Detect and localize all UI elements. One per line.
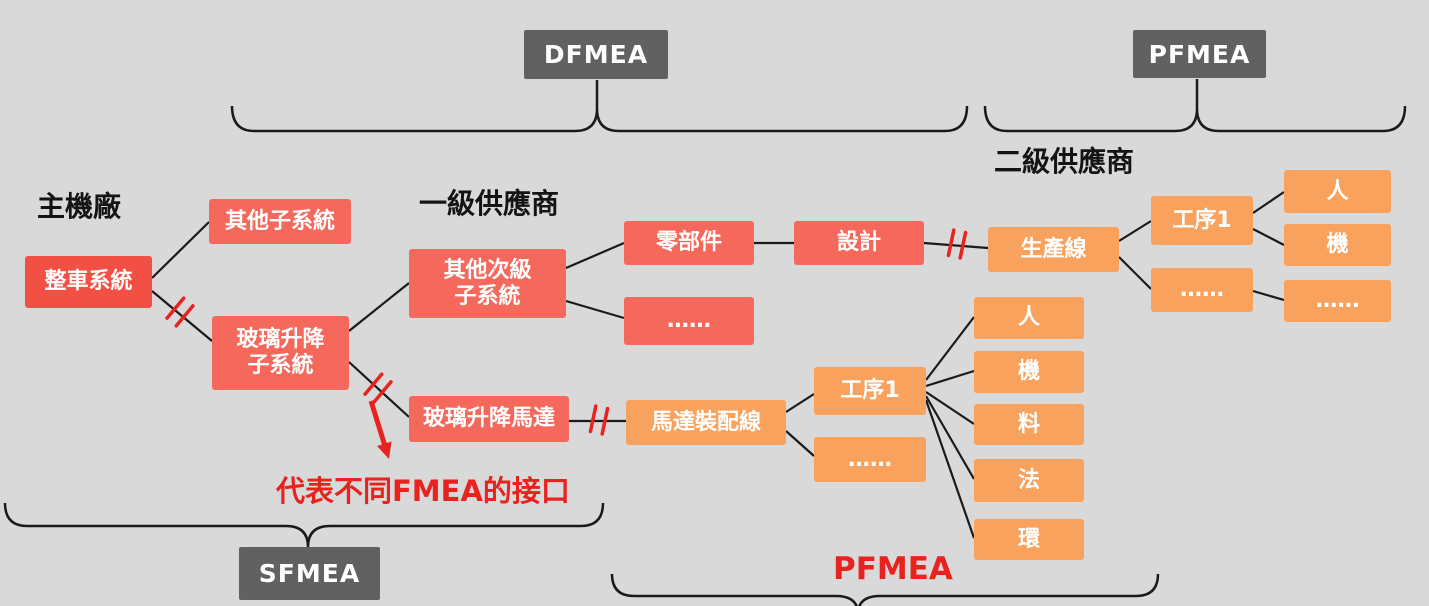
interface-arrow <box>368 400 392 459</box>
sfmea-label-box: SFMEA <box>239 547 380 600</box>
node-window-lift-motor: 玻璃升降馬達 <box>409 396 569 442</box>
node-prod-process-ellipsis: …… <box>1151 268 1253 312</box>
interface-mark-1 <box>165 296 195 328</box>
node-window-lift-subsystem: 玻璃升降 子系統 <box>212 316 349 390</box>
interface-mark-3 <box>588 404 610 436</box>
tier2-supplier-heading: 二級供應商 <box>994 145 1135 178</box>
connector-lines <box>151 191 1285 539</box>
pfmea-bottom-label: PFMEA <box>833 551 953 587</box>
node-factor-man: 人 <box>974 297 1084 339</box>
pfmea-top-label-box: PFMEA <box>1133 30 1266 78</box>
interface-note-text: 代表不同FMEA的接口 <box>276 474 570 508</box>
node-prod-factor-ellipsis: …… <box>1284 280 1391 322</box>
node-factor-environment: 環 <box>974 519 1084 560</box>
node-motor-assembly-line: 馬達裝配線 <box>626 400 786 445</box>
node-production-line: 生產線 <box>988 227 1119 272</box>
node-vehicle-system: 整車系統 <box>25 256 152 308</box>
node-component-ellipsis: …… <box>624 297 754 345</box>
node-component: 零部件 <box>624 221 754 265</box>
node-factor-machine: 機 <box>974 351 1084 393</box>
oem-heading: 主機廠 <box>37 190 122 223</box>
tier1-supplier-heading: 一級供應商 <box>419 187 560 220</box>
node-motor-process-ellipsis: …… <box>814 437 926 482</box>
pfmea-bottom-brace <box>610 573 1160 606</box>
dfmea-brace <box>230 80 969 133</box>
node-factor-method: 法 <box>974 459 1084 502</box>
pfmea-top-brace <box>983 79 1407 133</box>
node-design: 設計 <box>794 221 924 265</box>
dfmea-label-box: DFMEA <box>524 30 668 79</box>
interface-mark-2 <box>363 372 393 404</box>
node-other-secondary-subsystems: 其他次級 子系統 <box>409 249 566 318</box>
node-other-subsystems: 其他子系統 <box>209 199 351 244</box>
node-factor-material: 料 <box>974 404 1084 445</box>
node-motor-process1: 工序1 <box>814 367 926 415</box>
node-prod-process1: 工序1 <box>1151 196 1253 245</box>
node-prod-factor-man: 人 <box>1284 170 1391 213</box>
node-prod-factor-machine: 機 <box>1284 224 1391 266</box>
interface-mark-4 <box>946 228 968 260</box>
